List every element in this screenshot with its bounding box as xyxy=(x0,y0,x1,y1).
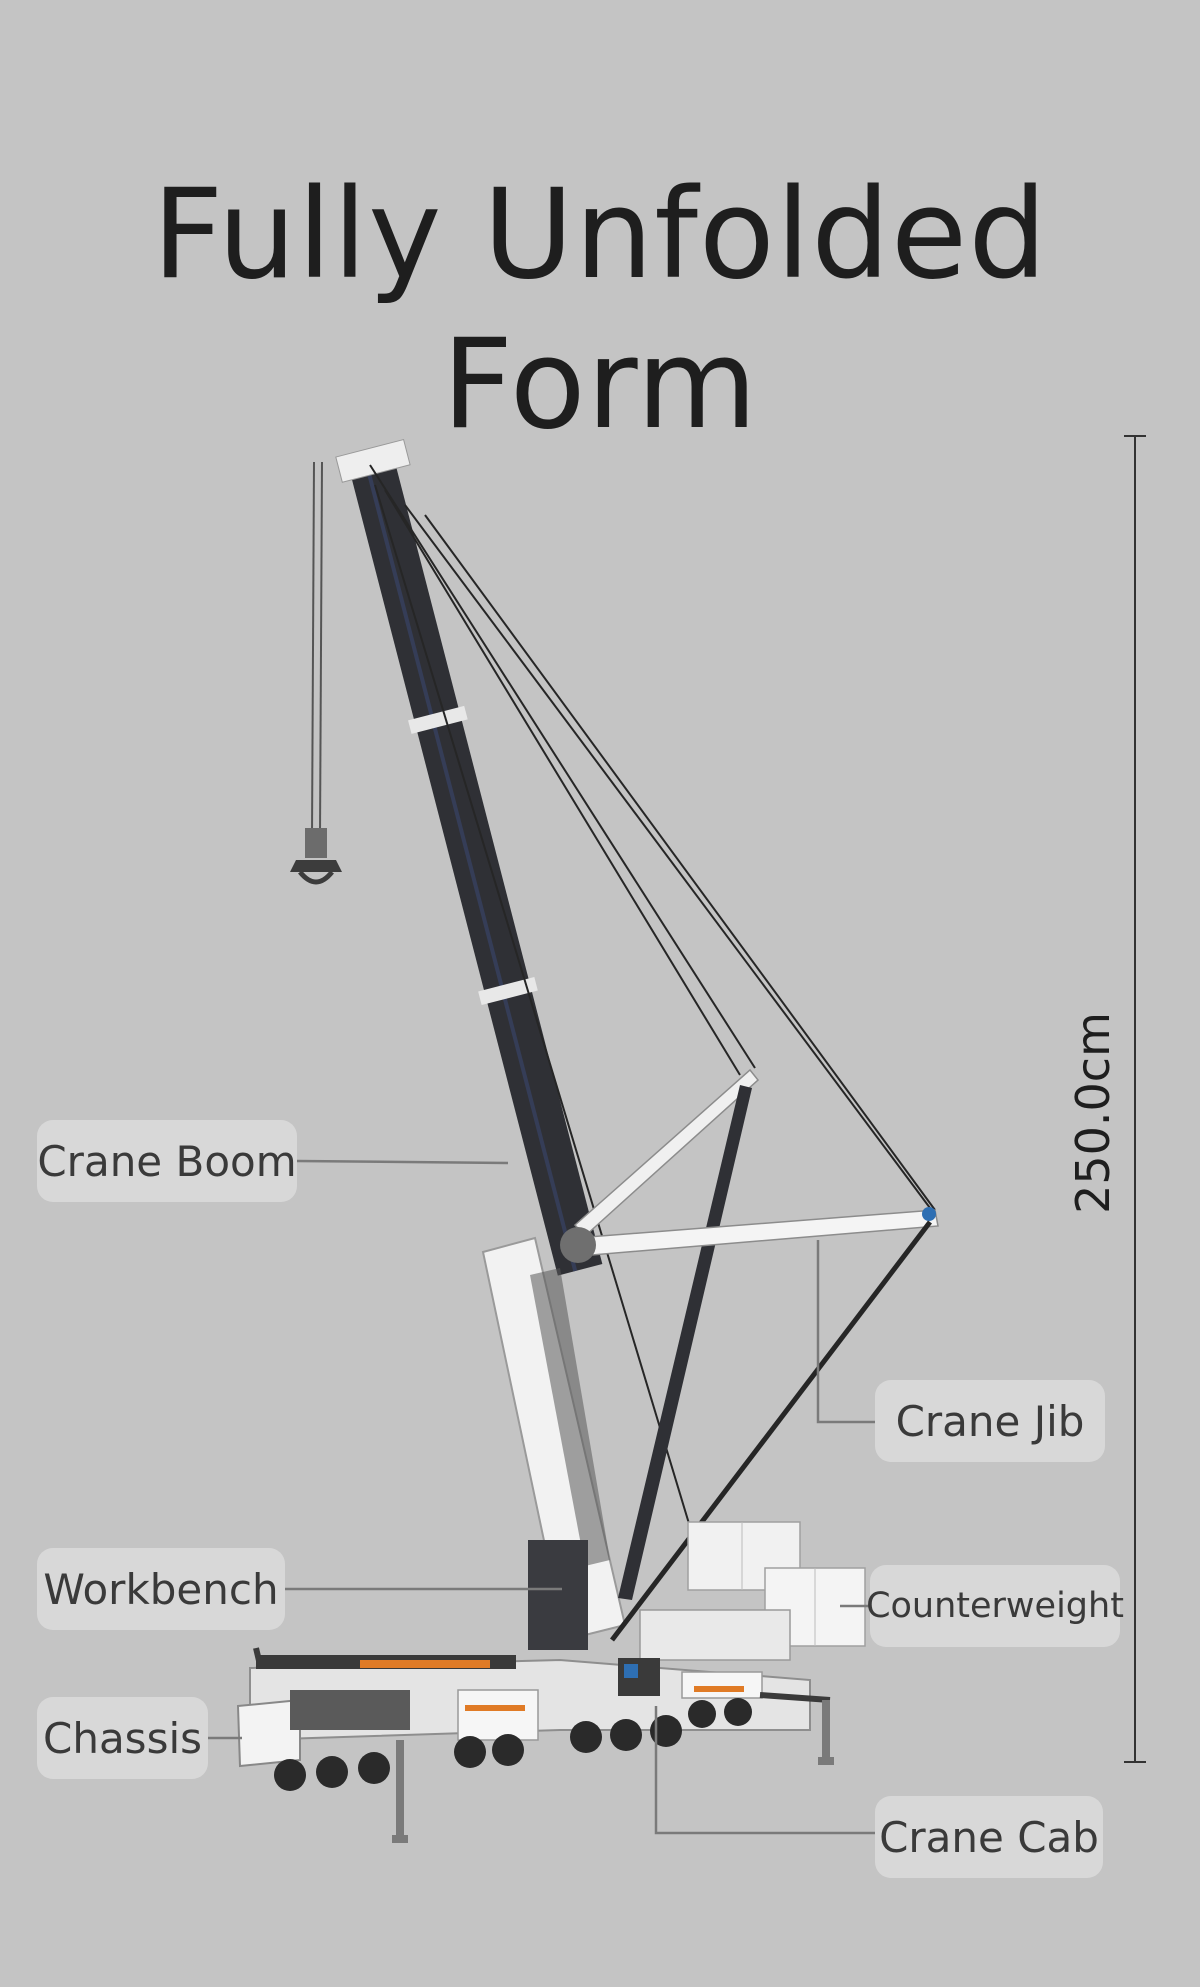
page-title: Fully Unfolded Form xyxy=(152,163,1048,457)
counterweight xyxy=(639,1521,866,1661)
leader-lines xyxy=(208,1159,875,1835)
crane-cab-callout: Crane Cab xyxy=(875,1796,1103,1878)
counterweight-callout: Counterweight xyxy=(866,1565,1124,1647)
workbench-label: Workbench xyxy=(43,1564,279,1614)
crane-cab-label: Crane Cab xyxy=(879,1812,1099,1862)
crane-boom xyxy=(335,438,603,1276)
crane-boom-label: Crane Boom xyxy=(37,1136,297,1186)
chassis xyxy=(236,1647,834,1843)
workbench xyxy=(481,1236,627,1650)
hook-assembly xyxy=(290,461,342,885)
crane-jib xyxy=(560,1207,939,1642)
workbench-callout: Workbench xyxy=(37,1548,285,1630)
height-dimension-value: 250.0cm xyxy=(1066,1012,1120,1214)
suspension-cables xyxy=(369,464,936,1561)
chassis-callout: Chassis xyxy=(37,1697,208,1779)
crane-cab xyxy=(618,1658,660,1696)
counterweight-label: Counterweight xyxy=(866,1586,1124,1626)
height-dimension-line xyxy=(1124,435,1146,1763)
crane-jib-callout: Crane Jib xyxy=(875,1380,1105,1462)
crane-boom-callout: Crane Boom xyxy=(37,1120,297,1202)
crane-jib-label: Crane Jib xyxy=(895,1396,1085,1446)
chassis-label: Chassis xyxy=(43,1713,202,1763)
